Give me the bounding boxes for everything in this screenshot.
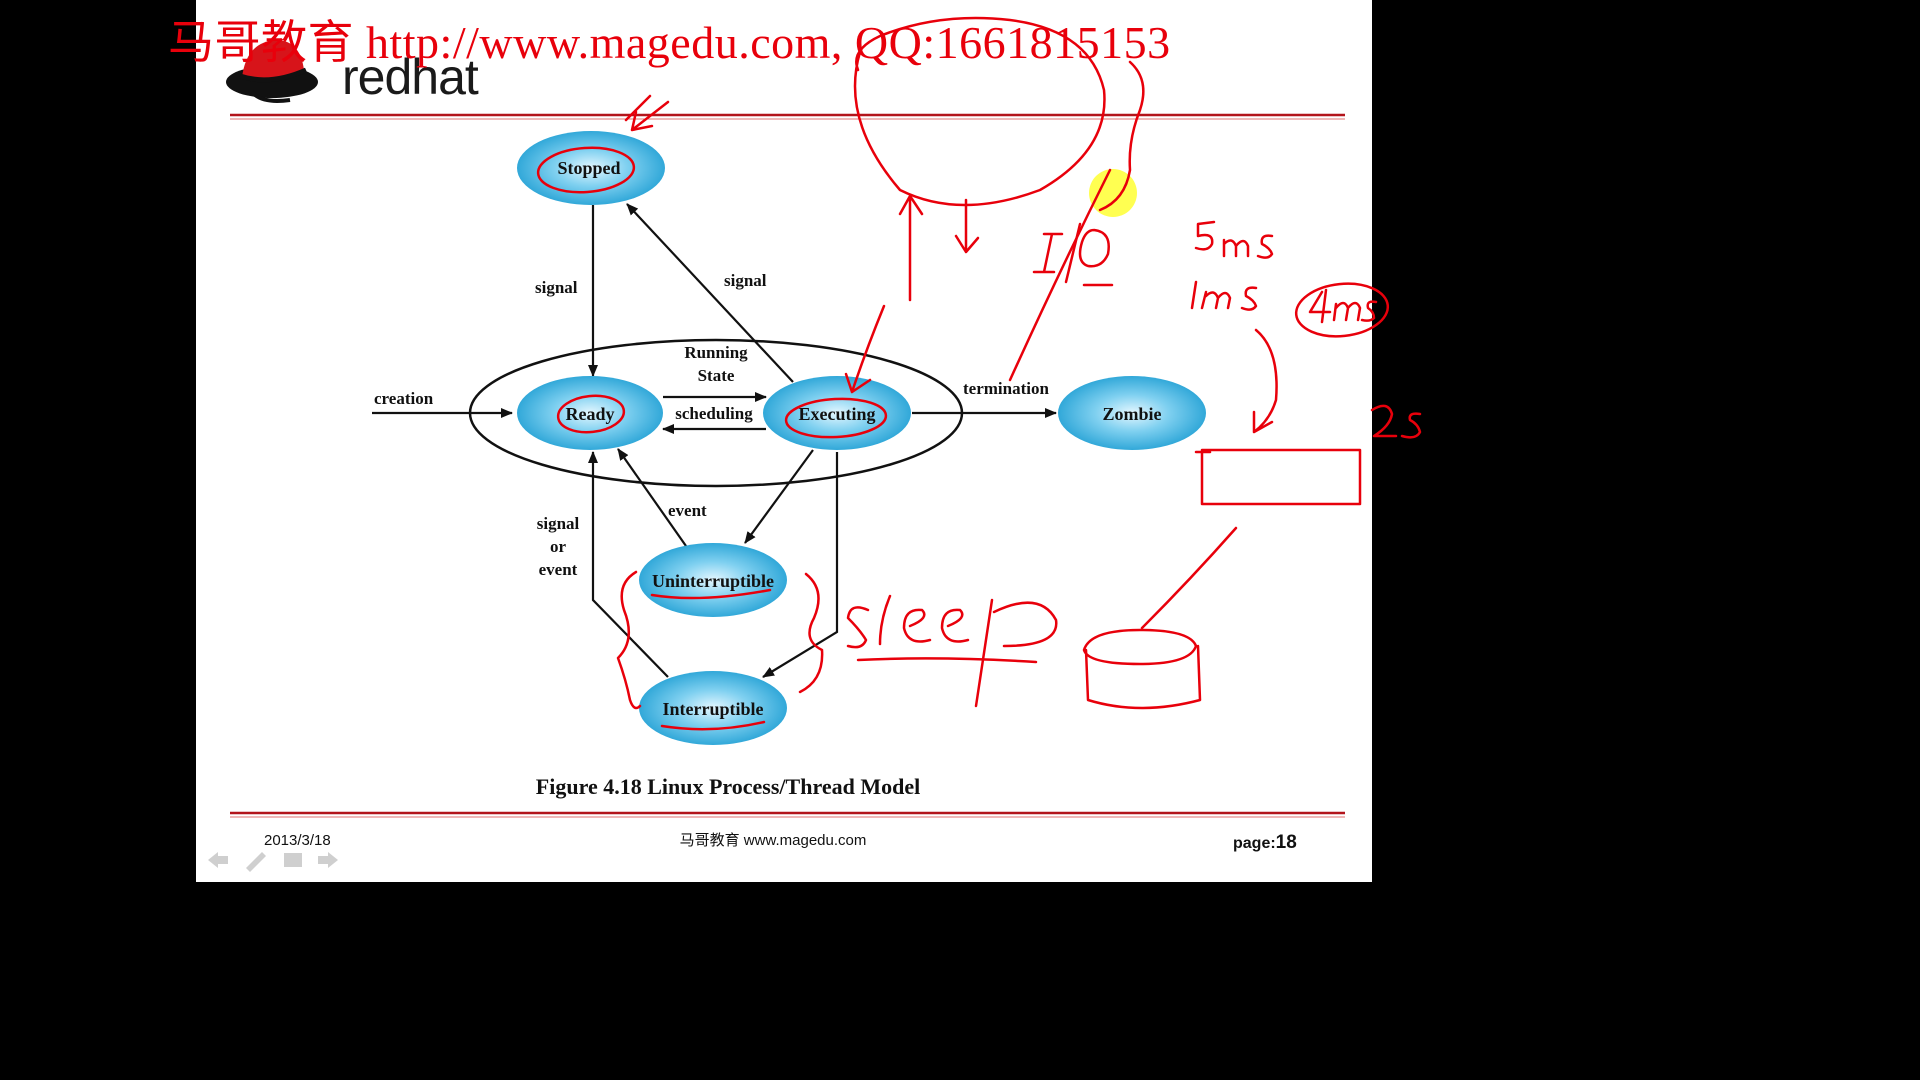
node-ready: Ready	[517, 376, 663, 450]
arrow-right-icon[interactable]	[318, 852, 338, 868]
redhat-logo: redhat	[226, 40, 480, 105]
pen-icon[interactable]	[246, 852, 266, 872]
ms4-text	[1308, 288, 1378, 324]
node-executing: Executing	[763, 376, 911, 450]
underline-uninterruptible	[650, 588, 772, 600]
node-stopped-label: Stopped	[557, 158, 620, 178]
node-ready-label: Ready	[566, 404, 615, 424]
edge-uninterruptible-to-ready	[617, 448, 687, 547]
logo-text: redhat	[342, 49, 479, 105]
footer-center: 马哥教育 www.magedu.com	[680, 832, 867, 849]
hand-annotations	[536, 16, 1422, 731]
ms1-text	[1190, 280, 1258, 311]
cpu-loop	[853, 16, 1106, 207]
edge-executing-to-stopped	[626, 203, 794, 383]
s2-text	[1370, 404, 1422, 439]
slide-nav	[208, 852, 338, 872]
signal-or-event-label-3: event	[539, 560, 578, 579]
node-uninterruptible: Uninterruptible	[639, 543, 787, 617]
io-text	[1032, 222, 1114, 287]
bracket-left	[616, 570, 642, 710]
circle-ready	[556, 394, 626, 434]
buffer-box	[1200, 448, 1362, 506]
bracket-right	[798, 572, 824, 694]
circle-executing	[784, 397, 888, 439]
running-state-label-2: State	[698, 366, 735, 385]
event-label: event	[668, 501, 707, 520]
footer-page-label: page:18	[1233, 832, 1297, 853]
figure-caption: Figure 4.18 Linux Process/Thread Model	[536, 774, 920, 799]
node-zombie: Zombie	[1058, 376, 1206, 450]
edge-interruptible-to-ready	[588, 451, 669, 678]
process-state-diagram: redhat Stopped Ready Executing Zombie Un…	[208, 16, 1422, 872]
node-interruptible: Interruptible	[639, 671, 787, 745]
footer-date: 2013/3/18	[264, 832, 331, 849]
arrow-to-executing	[844, 304, 886, 394]
node-zombie-label: Zombie	[1102, 404, 1161, 424]
signal-left-label: signal	[535, 278, 578, 297]
sleep-text	[846, 594, 1058, 708]
edge-executing-to-uninterruptible	[744, 449, 814, 544]
edge-executing-to-interruptible	[762, 452, 839, 678]
menu-icon[interactable]	[284, 853, 302, 867]
node-interruptible-label: Interruptible	[663, 699, 764, 719]
redhat-hat-icon	[226, 40, 318, 103]
creation-label: creation	[374, 389, 434, 408]
signal-right-label: signal	[724, 271, 767, 290]
underline-interruptible	[660, 720, 766, 731]
circle-stopped	[536, 146, 636, 194]
disk-icon	[1082, 628, 1202, 710]
node-uninterruptible-label: Uninterruptible	[652, 571, 774, 591]
scheduling-label: scheduling	[675, 404, 753, 423]
signal-or-event-label-1: signal	[537, 514, 580, 533]
signal-or-event-label-2: or	[550, 537, 567, 556]
arrow-to-stopped	[630, 100, 670, 132]
node-stopped: Stopped	[517, 131, 665, 205]
pointer-highlight	[1089, 169, 1137, 217]
edges	[372, 203, 1057, 678]
node-executing-label: Executing	[798, 404, 875, 424]
running-state-label-1: Running	[684, 343, 748, 362]
termination-label: termination	[963, 379, 1049, 398]
arrow-left-icon[interactable]	[208, 852, 228, 868]
ms5-text	[1194, 220, 1274, 259]
